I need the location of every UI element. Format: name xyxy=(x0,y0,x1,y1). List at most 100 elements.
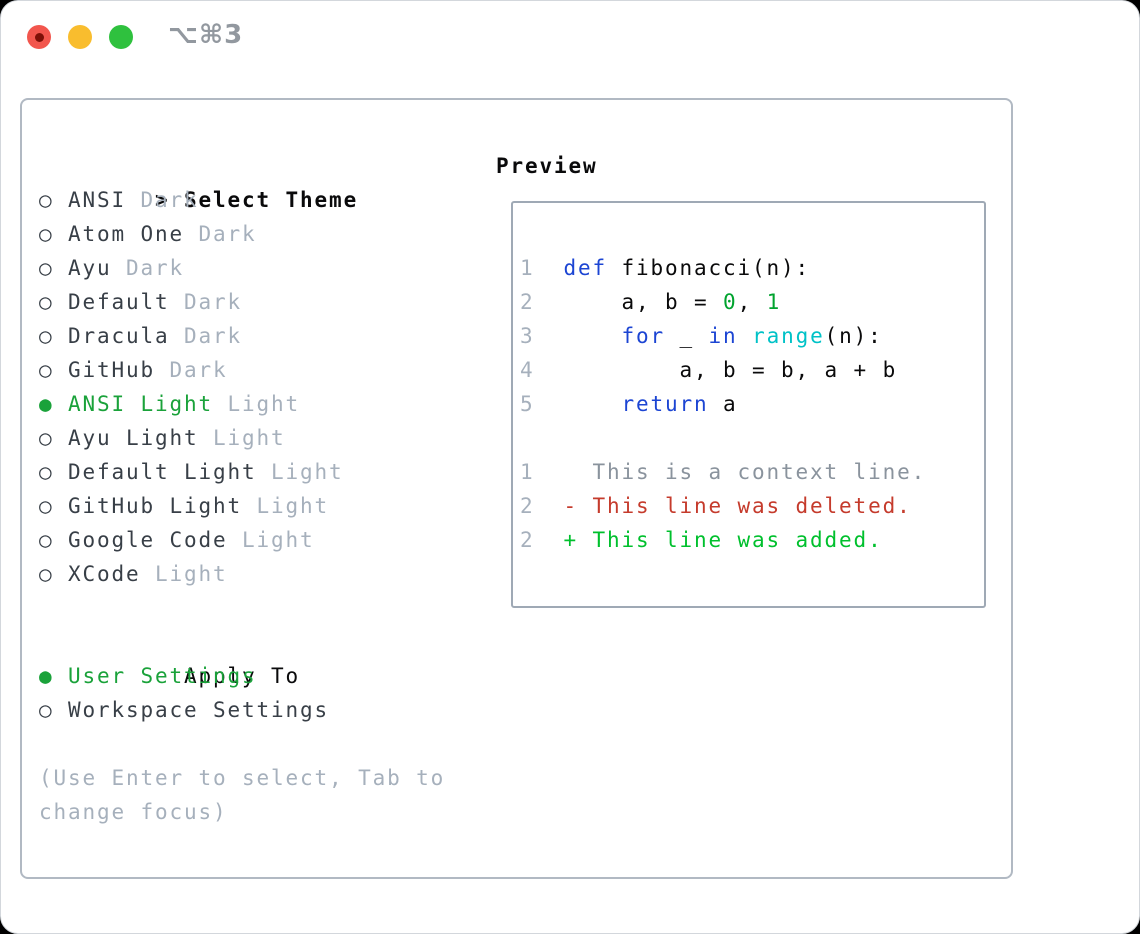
theme-option-xcode[interactable]: ○ XCode Light xyxy=(39,557,445,591)
code-line: 2 - This line was deleted. xyxy=(520,489,984,523)
theme-option-dracula[interactable]: ○ Dracula Dark xyxy=(39,319,445,353)
code-token-keyword: in xyxy=(708,324,738,348)
theme-variant: Light xyxy=(256,460,344,484)
theme-option-atom-one[interactable]: ○ Atom One Dark xyxy=(39,217,445,251)
left-column: >Select Theme ○ANSI Dark○Atom One Dark○A… xyxy=(39,149,445,829)
code-line: 2 a, b = 0, 1 xyxy=(520,285,984,319)
radio-icon: ○ xyxy=(39,290,52,314)
theme-picker-panel: >Select Theme ○ANSI Dark○Atom One Dark○A… xyxy=(20,98,1013,879)
code-token-number: 1 xyxy=(766,290,782,314)
apply-option-workspace-settings[interactable]: ○Workspace Settings xyxy=(39,693,445,727)
code-token-deleted: - This line was deleted. xyxy=(563,494,912,518)
radio-icon: ○ xyxy=(39,222,52,246)
theme-name: ANSI Light xyxy=(68,392,214,416)
code-line xyxy=(520,421,984,455)
apply-to-title: Apply To xyxy=(184,664,301,688)
line-number: 4 xyxy=(520,358,535,382)
code-token-added: + This line was added. xyxy=(563,528,883,552)
code-token-builtin: range xyxy=(752,324,825,348)
theme-option-github[interactable]: ○ GitHub Dark xyxy=(39,353,445,387)
help-text-line-1: (Use Enter to select, Tab to xyxy=(39,766,446,790)
line-number: 5 xyxy=(520,392,535,416)
radio-icon: ○ xyxy=(39,256,52,280)
theme-name: XCode xyxy=(68,562,141,586)
theme-variant: Dark xyxy=(169,290,243,314)
focus-caret-icon: > xyxy=(155,188,168,212)
select-theme-header: > Select Theme xyxy=(39,149,445,212)
radio-icon: ○ xyxy=(39,528,52,552)
theme-option-ayu-light[interactable]: ○Ayu Light Light xyxy=(39,421,445,455)
code-line: 2+ This line was added. xyxy=(520,523,984,557)
code-token-keyword: return xyxy=(621,392,709,416)
theme-variant: Dark xyxy=(126,188,199,212)
theme-list: ○ ANSI Dark ○ Atom One Dark ○ Ayu Dark ○ Defaul… xyxy=(39,183,445,591)
theme-variant: Light xyxy=(140,562,228,586)
zoom-button[interactable] xyxy=(109,25,133,49)
apply-option-label: User Settings xyxy=(68,664,257,688)
radio-icon: ○ xyxy=(39,460,52,484)
code-token-keyword: def xyxy=(563,256,608,280)
radio-icon: ● xyxy=(39,664,52,688)
code-line: 3 for _ in range(n): xyxy=(520,319,984,353)
spacer-row xyxy=(39,727,445,761)
theme-name: GitHub xyxy=(68,358,156,382)
radio-icon: ○ xyxy=(39,494,52,518)
apply-to-header: Apply To xyxy=(39,625,445,688)
theme-name: Atom One xyxy=(68,222,185,246)
code-line: 4 a, b = b, a + b xyxy=(520,353,984,387)
line-number: 2 xyxy=(520,494,535,518)
code-token-keyword: for xyxy=(621,324,666,348)
theme-variant: Dark xyxy=(155,358,228,382)
code-token-plain: (n): xyxy=(824,324,883,348)
code-token-plain: a, b = xyxy=(563,290,724,314)
code-token-plain: _ xyxy=(665,324,709,348)
code-token-plain: a xyxy=(708,392,738,416)
minimize-button[interactable] xyxy=(68,25,92,49)
apply-option-user-settings[interactable]: ● User Settings xyxy=(39,659,445,693)
theme-option-google-code[interactable]: ○ Google Code Light xyxy=(39,523,445,557)
theme-variant: Light xyxy=(213,392,301,416)
code-token-number: 0 xyxy=(723,290,738,314)
theme-option-github-light[interactable]: ○ GitHub Light Light xyxy=(39,489,445,523)
line-number: 2 xyxy=(520,290,535,314)
radio-icon: ○ xyxy=(39,358,52,382)
theme-variant: Light xyxy=(227,528,315,552)
apply-option-label: Workspace Settings xyxy=(68,698,330,722)
theme-option-ayu[interactable]: ○ Ayu Dark xyxy=(39,251,445,285)
theme-name: ANSI xyxy=(68,188,127,212)
theme-variant: Light xyxy=(242,494,330,518)
radio-icon: ○ xyxy=(39,562,52,586)
theme-name: Default Light xyxy=(68,460,257,484)
code-token-plain xyxy=(564,392,622,416)
theme-name: Ayu xyxy=(68,256,112,280)
theme-option-default-light[interactable]: ○ Default Light Light xyxy=(39,455,445,489)
preview-title: Preview xyxy=(496,154,598,178)
theme-variant: Dark xyxy=(169,324,243,348)
code-token-plain: a, b = b, a + b xyxy=(563,358,898,382)
close-button[interactable] xyxy=(27,25,51,49)
theme-variant: Dark xyxy=(111,256,185,280)
code-line: 5 return a xyxy=(520,387,984,421)
theme-variant: Dark xyxy=(184,222,257,246)
spacer-row xyxy=(39,591,445,625)
code-token-plain xyxy=(738,324,753,348)
theme-option-default[interactable]: ○ Default Dark xyxy=(39,285,445,319)
window-shortcut-label: ⌥⌘3 xyxy=(168,20,244,50)
theme-option-ansi-light[interactable]: ●ANSI Light Light xyxy=(39,387,445,421)
select-theme-title: Select Theme xyxy=(184,188,359,212)
theme-option-ansi[interactable]: ○ ANSI Dark xyxy=(39,183,445,217)
theme-name: Google Code xyxy=(68,528,228,552)
code-token-context: This is a context line. xyxy=(563,460,927,484)
theme-name: Dracula xyxy=(68,324,170,348)
code-token-plain: , xyxy=(737,290,767,314)
theme-name: GitHub Light xyxy=(68,494,243,518)
theme-name: Default xyxy=(68,290,170,314)
radio-icon: ○ xyxy=(39,324,52,348)
code-token-plain xyxy=(564,324,622,348)
apply-to-list: ● User Settings ○Workspace Settings xyxy=(39,659,445,727)
radio-icon: ○ xyxy=(39,188,52,212)
